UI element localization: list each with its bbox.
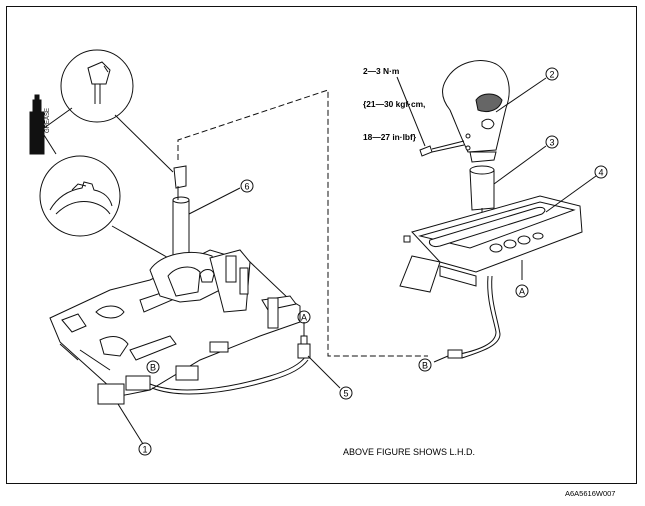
detail-circle-detent <box>39 155 121 237</box>
torque-spec-line1: 2—3 N·m <box>363 66 400 76</box>
callout-1-label: 1 <box>142 445 147 455</box>
shift-knob <box>442 60 510 163</box>
callout-3-label: 3 <box>549 138 554 148</box>
callout-2-label: 2 <box>549 70 554 80</box>
svg-text:GREASE: GREASE <box>45 108 51 133</box>
callout-4-label: 4 <box>598 168 603 178</box>
detail-circle-pin <box>60 49 134 123</box>
figure-caption: ABOVE FIGURE SHOWS L.H.D. <box>343 447 476 457</box>
connector-b-left-label: B <box>150 363 156 373</box>
connector-a-right-label: A <box>519 287 525 297</box>
figure-code: A6A5616W007 <box>565 489 616 498</box>
shift-lever-shaft <box>172 165 190 269</box>
torque-spec-line3: 18—27 in·lbf} <box>363 132 417 142</box>
indicator-panel <box>399 195 583 293</box>
callout-5-label: 5 <box>343 389 348 399</box>
connector-b-right-label: B <box>422 361 428 371</box>
shift-sleeve <box>469 165 495 236</box>
figure-frame <box>6 6 637 484</box>
shift-base-assembly <box>49 249 301 405</box>
grease-tube-icon: GREASE <box>29 94 51 155</box>
torque-spec: 2—3 N·m {21—30 kgf·cm, 18—27 in·lbf} <box>363 44 425 165</box>
connector-a-left-label: A <box>301 313 307 323</box>
callout-6-label: 6 <box>244 182 249 192</box>
torque-spec-line2: {21—30 kgf·cm, <box>363 99 426 109</box>
